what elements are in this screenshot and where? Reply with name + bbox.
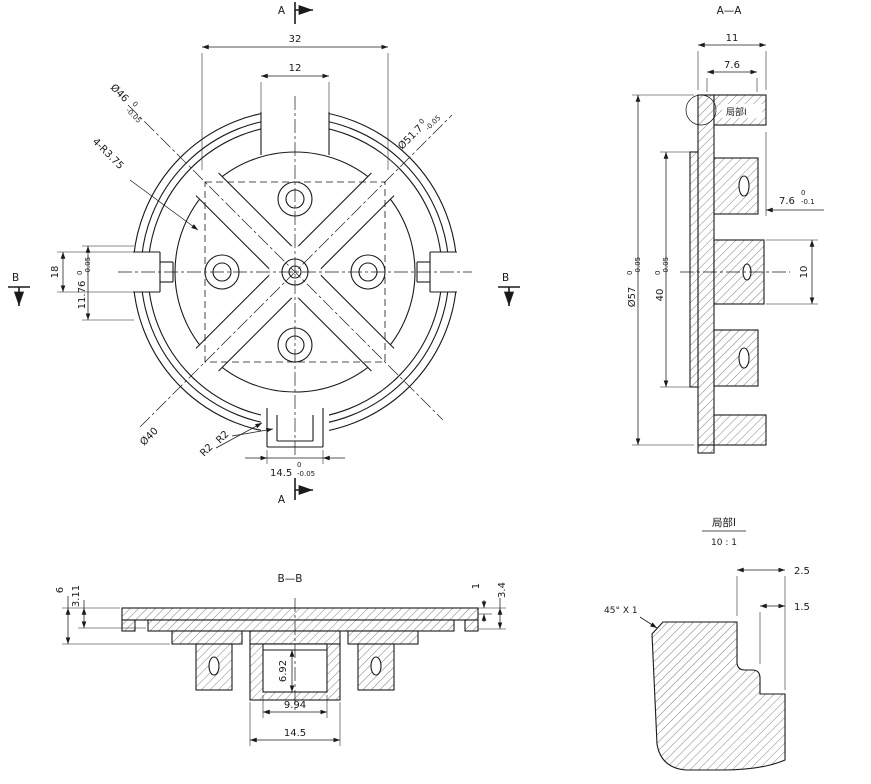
svg-text:11.76: 11.76 xyxy=(77,281,88,310)
svg-text:-0.05: -0.05 xyxy=(297,470,315,478)
detail-view: 局部I 10 : 1 2.5 1.5 45° X 1 xyxy=(604,516,810,771)
dim-1-text: 1 xyxy=(471,583,482,589)
detail-profile xyxy=(651,621,786,771)
radius-label-text: 4-R3.75 xyxy=(90,136,125,171)
section-bb-geometry xyxy=(121,598,479,712)
svg-text:-0.05: -0.05 xyxy=(634,257,642,275)
dim-3-4-text: 3.4 xyxy=(497,582,508,598)
section-b-left-label: B xyxy=(12,272,19,284)
dim-14-5: 14.5 0 -0.05 xyxy=(270,461,315,479)
detail-dimensions: 2.5 1.5 45° X 1 xyxy=(604,566,810,690)
centerlines xyxy=(118,96,472,458)
hole-section-left xyxy=(208,656,220,676)
detail-title: 局部I xyxy=(712,516,736,529)
section-aa-view: A—A 局部I 11 7.6 xyxy=(626,5,824,454)
section-bb-view: B—B 6 xyxy=(55,573,508,746)
dim-40: 40 0 -0.05 xyxy=(654,257,670,301)
section-a-top-label: A xyxy=(278,5,286,17)
svg-text:0: 0 xyxy=(801,189,805,197)
dim-10-text: 10 xyxy=(799,266,810,279)
dim-7-6r: 7.6 0 -0.1 xyxy=(779,189,815,207)
front-view: 32 12 18 11.76 0 -0.05 Ø46 0 -0.05 xyxy=(8,2,520,506)
svg-text:7.6: 7.6 xyxy=(779,196,795,207)
disc-plate-section xyxy=(697,94,715,446)
svg-text:0: 0 xyxy=(297,461,301,469)
section-bb-dimensions: 6 3.11 1 3.4 6.92 xyxy=(55,582,508,746)
svg-text:-0.05: -0.05 xyxy=(84,257,92,275)
svg-text:Ø46: Ø46 xyxy=(108,82,131,105)
dim-18-text: 18 xyxy=(50,266,61,279)
dim-11-text: 11 xyxy=(726,33,739,44)
dim-3-11-text: 3.11 xyxy=(71,585,82,607)
svg-text:0: 0 xyxy=(131,100,140,109)
svg-text:-0.1: -0.1 xyxy=(801,198,815,206)
svg-text:-0.05: -0.05 xyxy=(662,257,670,275)
svg-text:0: 0 xyxy=(76,271,84,275)
dim-r2a-text: R2 xyxy=(198,442,215,459)
svg-text:0: 0 xyxy=(418,117,427,126)
detail-callout-label: 局部I xyxy=(726,106,747,118)
dim-dia57: Ø57 0 -0.05 xyxy=(626,257,642,307)
svg-text:0: 0 xyxy=(654,271,662,275)
section-aa-geometry xyxy=(680,94,790,454)
hole-section-bottom xyxy=(738,347,750,369)
dim-6-92-text: 6.92 xyxy=(278,660,289,682)
hole-section-top xyxy=(738,175,750,197)
front-dimensions: 32 12 18 11.76 0 -0.05 Ø46 0 -0.05 xyxy=(50,34,442,479)
svg-text:Ø57: Ø57 xyxy=(626,287,638,308)
section-aa-title: A—A xyxy=(717,5,743,17)
dim-dia51-7: Ø51.7 0 -0.05 xyxy=(396,114,443,152)
dim-6-text: 6 xyxy=(55,587,66,593)
section-a-bottom-label: A xyxy=(278,494,286,506)
svg-text:40: 40 xyxy=(655,289,666,302)
svg-text:Ø51.7: Ø51.7 xyxy=(396,122,426,152)
section-aa-dimensions: 11 7.6 Ø57 0 -0.05 40 0 -0.05 xyxy=(626,33,824,446)
chamfer-label: 45° X 1 xyxy=(604,606,638,616)
detail-scale: 10 : 1 xyxy=(711,538,737,548)
dim-r2b-text: R2 xyxy=(214,429,231,446)
dim-9-94-text: 9.94 xyxy=(284,700,306,711)
svg-text:-0.05: -0.05 xyxy=(124,106,142,124)
dim-14-5b-text: 14.5 xyxy=(284,728,306,739)
svg-text:-0.05: -0.05 xyxy=(424,114,442,132)
dim-2-5-text: 2.5 xyxy=(794,566,810,577)
section-markers: A A B B xyxy=(8,2,520,506)
dim-dia46: Ø46 0 -0.05 xyxy=(108,82,143,125)
section-bb-title: B—B xyxy=(278,573,303,585)
dim-12-text: 12 xyxy=(289,63,302,74)
svg-text:14.5: 14.5 xyxy=(270,468,292,479)
detail-callout-circle xyxy=(685,94,717,126)
section-b-right-label: B xyxy=(502,272,509,284)
dim-dia40-text: Ø40 xyxy=(138,425,161,448)
dim-11-76: 11.76 0 -0.05 xyxy=(76,257,92,309)
dim-32-text: 32 xyxy=(289,34,302,45)
dim-1-5-text: 1.5 xyxy=(794,602,810,613)
dim-7-6-text: 7.6 xyxy=(724,60,740,71)
hole-section-right xyxy=(370,656,382,676)
svg-text:0: 0 xyxy=(626,271,634,275)
